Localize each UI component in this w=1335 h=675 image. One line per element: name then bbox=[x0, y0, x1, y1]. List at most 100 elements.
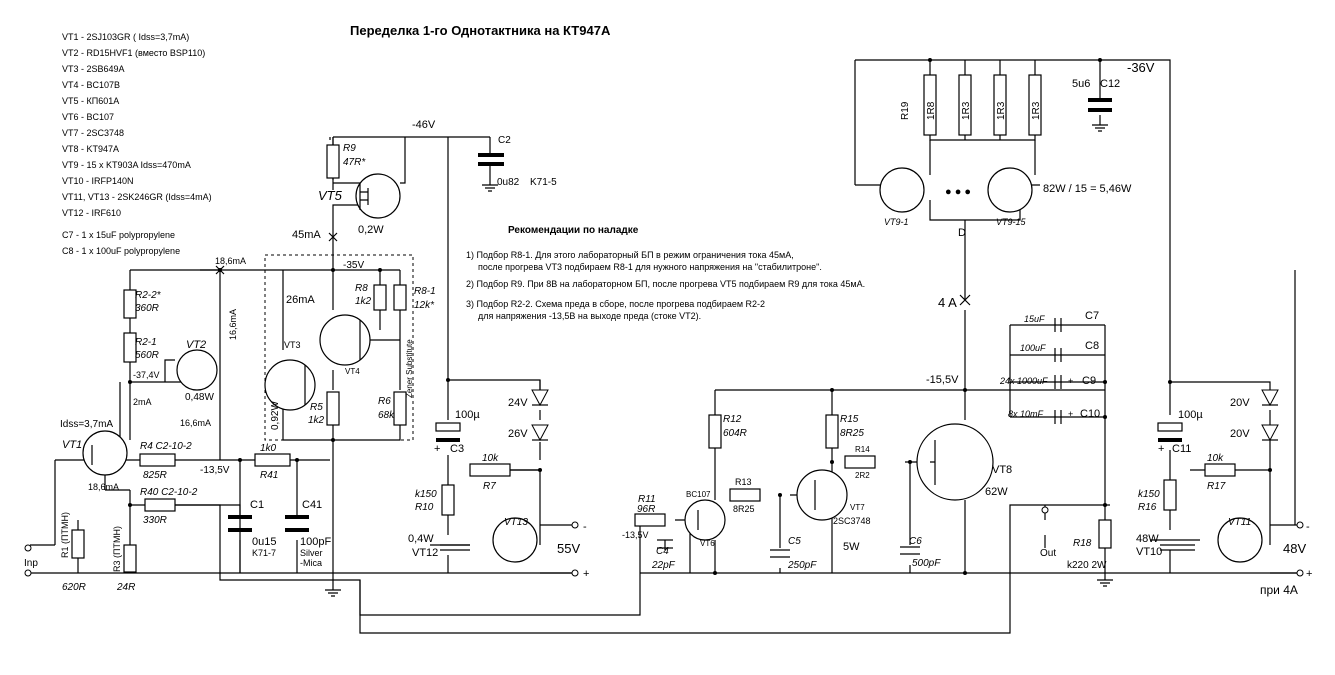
recommendation-line: 2) Подбор R9. При 8В на лабораторном БП,… bbox=[466, 279, 865, 289]
label-psu55-minus: - bbox=[583, 521, 587, 533]
label-dots: ● ● ● bbox=[945, 186, 971, 198]
capacitor-c1 bbox=[228, 515, 252, 532]
resistor-r19d bbox=[1028, 74, 1042, 136]
label-vt7: VT7 bbox=[850, 503, 865, 512]
label-z24: 24V bbox=[508, 397, 528, 409]
recommendation-line: для напряжения -13,5В на выходе преда (с… bbox=[478, 311, 701, 321]
label-r17-val: 10k bbox=[1207, 453, 1224, 464]
resistor-r16 bbox=[1163, 479, 1177, 511]
label-r17: R17 bbox=[1207, 481, 1226, 492]
label-vt1-idss: Idss=3,7mA bbox=[60, 419, 113, 430]
label-at4a: при 4A bbox=[1260, 583, 1298, 597]
transistor-vt8 bbox=[916, 423, 994, 501]
capacitor-c4 bbox=[657, 539, 673, 549]
psu48-plus-terminal bbox=[1296, 569, 1304, 577]
label-r14-val: 2R2 bbox=[855, 471, 870, 480]
label-vt3-p: 0,92W bbox=[270, 401, 281, 430]
label-c11-plus: + bbox=[1158, 443, 1164, 455]
resistor-r5 bbox=[326, 391, 340, 426]
label-psu55-plus: + bbox=[583, 568, 589, 580]
label-r3: R3 (ПТМН) bbox=[112, 526, 122, 572]
transistor-vt4 bbox=[319, 314, 371, 366]
parts-list-item: VT3 - 2SB649A bbox=[62, 64, 125, 74]
label-vt8-p: 62W bbox=[985, 486, 1008, 498]
label-c9-val: 24x 1000uF bbox=[999, 376, 1048, 386]
label-z26: 26V bbox=[508, 428, 528, 440]
label-c12: C12 bbox=[1100, 78, 1120, 90]
resistor-r41 bbox=[254, 453, 291, 467]
label-r19b: 1R3 bbox=[961, 101, 972, 120]
label-r41-val: 1k0 bbox=[260, 443, 277, 454]
zener-20v-b bbox=[1261, 424, 1279, 442]
capacitor-c12 bbox=[1088, 98, 1112, 132]
diagram-title: Переделка 1-го Однотактника на КТ947А bbox=[350, 23, 611, 38]
parts-list-item: VT5 - КП601А bbox=[62, 96, 119, 106]
label-vt12-p: 0,4W bbox=[408, 533, 434, 545]
parts-list-item: VT10 - IRFP140N bbox=[62, 176, 134, 186]
label-c2-type: K71-5 bbox=[530, 177, 557, 188]
label-vt11: VT11 bbox=[1228, 517, 1251, 528]
resistor-r40 bbox=[144, 498, 176, 512]
label-c12-val: 5u6 bbox=[1072, 78, 1090, 90]
label-vt2: VT2 bbox=[186, 339, 206, 351]
label-r4: R4 C2-10-2 bbox=[140, 441, 192, 452]
parts-list-item: C8 - 1 x 100uF polypropylene bbox=[62, 246, 180, 256]
label-out: Out bbox=[1040, 548, 1056, 559]
psu55-plus-terminal bbox=[571, 569, 579, 577]
label-psu48-plus: + bbox=[1306, 568, 1312, 580]
label-r16-val: k150 bbox=[1138, 489, 1160, 500]
label-c41-val: 100pF bbox=[300, 536, 331, 548]
label-r9: R9 bbox=[343, 143, 356, 154]
resistor-r1 bbox=[71, 529, 85, 559]
capacitor-c6 bbox=[900, 546, 920, 555]
labels: -46V C2 0u82 K71-5 -36V 5u6 C12 R19 1R8 … bbox=[24, 60, 1312, 597]
capacitor-c11 bbox=[1157, 422, 1183, 442]
transistor-vt5 bbox=[355, 173, 401, 219]
psu48-minus-terminal bbox=[1296, 521, 1304, 529]
label-c2-val: 0u82 bbox=[497, 177, 520, 188]
label-vt10: VT10 bbox=[1136, 546, 1162, 558]
label-r12: R12 bbox=[723, 414, 742, 425]
label-i-186d: 16,6mA bbox=[180, 418, 211, 428]
label-r19d: 1R3 bbox=[1031, 101, 1042, 120]
resistor-r19c bbox=[993, 74, 1007, 136]
parts-list: VT1 - 2SJ103GR ( Idss=3,7mA) VT2 - RD15H… bbox=[62, 32, 212, 256]
label-z20b: 20V bbox=[1230, 428, 1250, 440]
label-c1: C1 bbox=[250, 499, 264, 511]
label-vt5: VT5 bbox=[318, 188, 343, 203]
transistor-vt7 bbox=[796, 469, 848, 521]
label-r19: R19 bbox=[900, 101, 911, 120]
label-vt7-p: 5W bbox=[843, 541, 860, 553]
label-r22-val: 360R bbox=[135, 303, 159, 314]
parts-list-item: VT12 - IRF610 bbox=[62, 208, 121, 218]
label-vt6-t: BC107 bbox=[686, 490, 711, 499]
parts-list-item: VT11, VT13 - 2SK246GR (Idss=4mA) bbox=[62, 192, 212, 202]
label-r40-val: 330R bbox=[143, 515, 167, 526]
label-r21-val: 560R bbox=[135, 350, 159, 361]
capacitor-c2 bbox=[478, 137, 504, 192]
capacitor-bank bbox=[1054, 318, 1062, 424]
label-vt1: VT1 bbox=[62, 439, 82, 451]
label-c1-val: 0u15 bbox=[252, 536, 276, 548]
resistor-r2-1 bbox=[123, 332, 137, 363]
label-vt7-t: 2SC3748 bbox=[833, 516, 871, 526]
resistor-r10 bbox=[441, 484, 455, 516]
label-c41-t1: Silver bbox=[300, 548, 323, 558]
label-r9-val: 47R* bbox=[343, 157, 366, 168]
label-r21: R2-1 bbox=[135, 337, 157, 348]
label-zener: Zener Substitute bbox=[405, 339, 414, 398]
parts-list-item: VT8 - KT947A bbox=[62, 144, 119, 154]
label-r4-val: 825R bbox=[143, 470, 167, 481]
resistor-r8-1 bbox=[393, 284, 407, 311]
label-r15-val: 8R25 bbox=[840, 428, 864, 439]
transistor-vt11 bbox=[1217, 517, 1263, 563]
label-c4: C4 bbox=[656, 546, 669, 557]
label-r19a: 1R8 bbox=[926, 101, 937, 120]
label-r14: R14 bbox=[855, 445, 870, 454]
recommendation-line: после прогрева VT3 подбираем R8-1 для ну… bbox=[478, 262, 822, 272]
parts-list-item: VT1 - 2SJ103GR ( Idss=3,7mA) bbox=[62, 32, 189, 42]
label-v55: 55V bbox=[557, 541, 580, 556]
transistor-vt6 bbox=[684, 499, 726, 541]
label-r6-val: 68k bbox=[378, 410, 395, 421]
